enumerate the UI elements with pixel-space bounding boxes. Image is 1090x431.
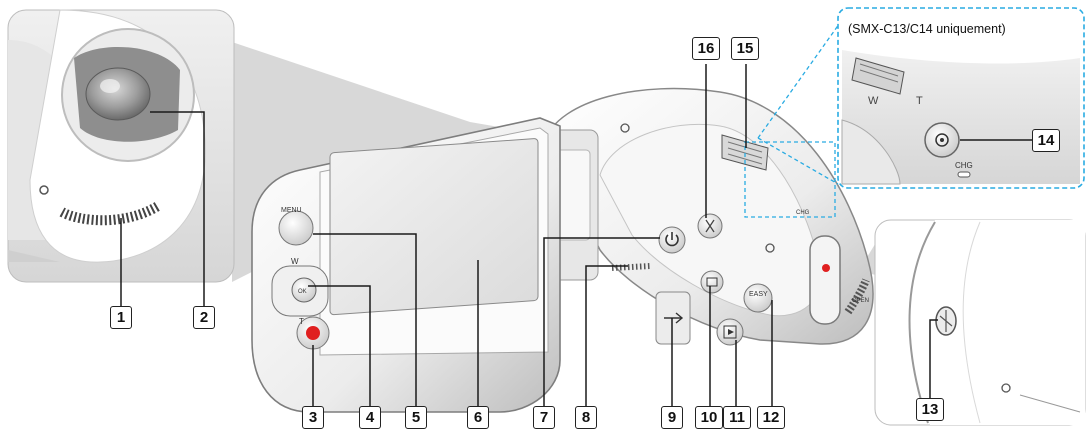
lcd-screen: [329, 138, 539, 316]
svg-text:W: W: [868, 95, 879, 107]
lens-glass: [85, 67, 151, 121]
chg-inset-label: CHG: [955, 161, 973, 170]
lcd-panel: [251, 117, 561, 413]
callout-2: 2: [193, 306, 215, 329]
leader-lines: [120, 64, 1032, 406]
lens-inset: [7, 9, 235, 283]
callout-13: 13: [916, 398, 944, 421]
side-record-button: [809, 235, 841, 325]
callout-3: 3: [302, 406, 324, 429]
leader-7: [543, 237, 660, 406]
camcorder-body: [544, 87, 874, 346]
leader-4: [308, 285, 371, 406]
easy-label: EASY: [749, 291, 768, 298]
callout-16: 16: [692, 37, 720, 60]
leader-8: [585, 265, 628, 406]
menu-button: [278, 210, 314, 246]
callout-11: 11: [723, 406, 751, 429]
zoom-w-label: W: [291, 257, 299, 266]
callout-7: 7: [533, 406, 555, 429]
chg-lamp: [957, 171, 971, 178]
callout-6: 6: [467, 406, 489, 429]
callout-10: 10: [695, 406, 723, 429]
open-label: OPEN: [852, 298, 869, 304]
callout-5: 5: [405, 406, 427, 429]
easy-button: [743, 283, 773, 313]
callout-4: 4: [359, 406, 381, 429]
display-button: [700, 270, 724, 294]
leader-13: [929, 319, 938, 398]
leader-2: [150, 111, 205, 306]
zoom-t-label: T: [299, 317, 304, 326]
svg-text:T: T: [916, 95, 923, 107]
chg-body-label: CHG: [796, 210, 810, 216]
callout-14: 14: [1032, 129, 1060, 152]
side-inset: [874, 219, 1086, 426]
photo-button-inset: W T CHG: [744, 7, 1085, 218]
callout-12: 12: [757, 406, 785, 429]
leader-5: [313, 233, 417, 406]
model-note: (SMX-C13/C14 uniquement): [848, 22, 1006, 36]
callout-9: 9: [661, 406, 683, 429]
ok-label: OK: [298, 289, 307, 295]
callout-15: 15: [731, 37, 759, 60]
callout-1: 1: [110, 306, 132, 329]
menu-button-label: MENU: [281, 207, 302, 214]
callout-8: 8: [575, 406, 597, 429]
